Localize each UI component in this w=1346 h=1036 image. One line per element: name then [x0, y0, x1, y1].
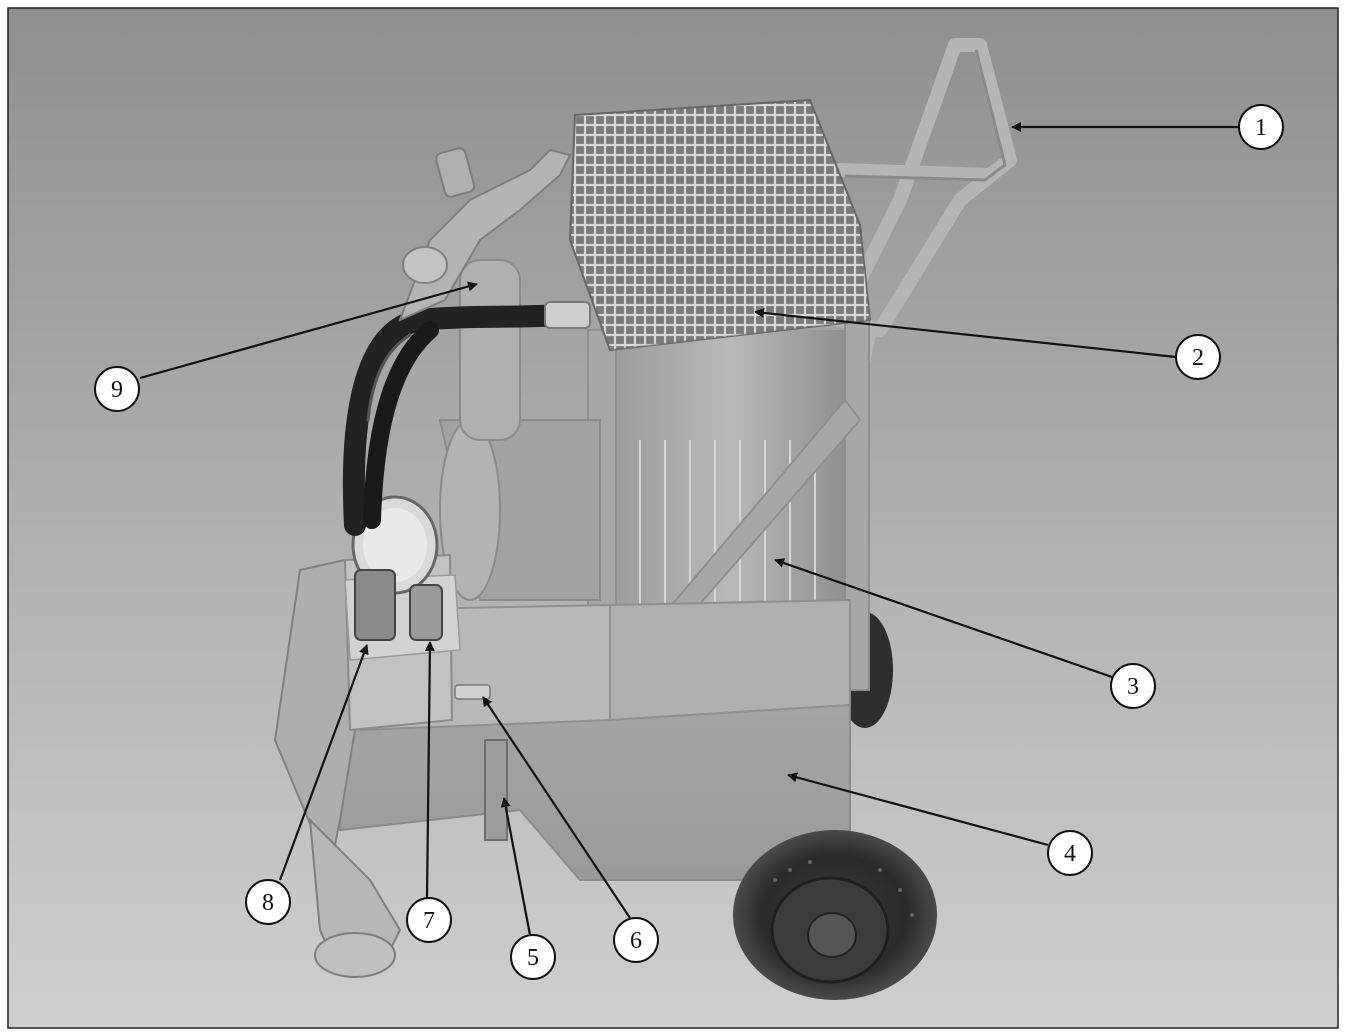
leader-line-4 — [787, 772, 1049, 847]
svg-text:6: 6 — [630, 928, 642, 954]
leader-line-9 — [139, 281, 478, 380]
callout-9: 9 — [94, 366, 140, 412]
callout-5: 5 — [510, 934, 556, 980]
callout-2: 2 — [1175, 334, 1221, 380]
leader-line-5 — [500, 797, 532, 936]
oil-level-sight — [484, 739, 508, 841]
leader-line-6 — [482, 696, 631, 919]
callout-8: 8 — [245, 879, 291, 925]
callout-3: 3 — [1110, 663, 1156, 709]
svg-text:3: 3 — [1127, 674, 1139, 700]
hydraulic-hose — [342, 304, 571, 536]
return-coupler — [354, 569, 396, 641]
svg-text:2: 2 — [1192, 345, 1204, 371]
svg-text:5: 5 — [527, 945, 539, 971]
svg-text:1: 1 — [1255, 115, 1267, 141]
leader-line-2 — [754, 307, 1177, 359]
leader-line-3 — [774, 558, 1113, 679]
handle-shading — [844, 49, 1007, 182]
front-wheel — [733, 830, 937, 1000]
callout-1: 1 — [1238, 104, 1284, 150]
svg-text:8: 8 — [262, 890, 274, 916]
svg-text:7: 7 — [423, 908, 435, 934]
svg-text:9: 9 — [111, 377, 123, 403]
leader-line-8 — [278, 644, 369, 881]
manifold-block — [343, 495, 461, 732]
callout-6: 6 — [613, 917, 659, 963]
svg-text:4: 4 — [1064, 841, 1076, 867]
callouts: 1 2 3 4 5 6 7 8 — [94, 104, 1284, 980]
leader-line-7 — [424, 641, 435, 899]
hose-fitting — [544, 301, 591, 329]
valve-housing — [438, 259, 601, 601]
motor-guard-mesh — [568, 98, 872, 352]
leader-lines — [139, 122, 1238, 936]
filler-cap — [454, 684, 491, 700]
control-valve — [398, 147, 572, 322]
outlet-coupler — [409, 584, 443, 641]
front-caster — [273, 558, 402, 978]
callout-4: 4 — [1047, 830, 1093, 876]
callout-7: 7 — [406, 897, 452, 943]
